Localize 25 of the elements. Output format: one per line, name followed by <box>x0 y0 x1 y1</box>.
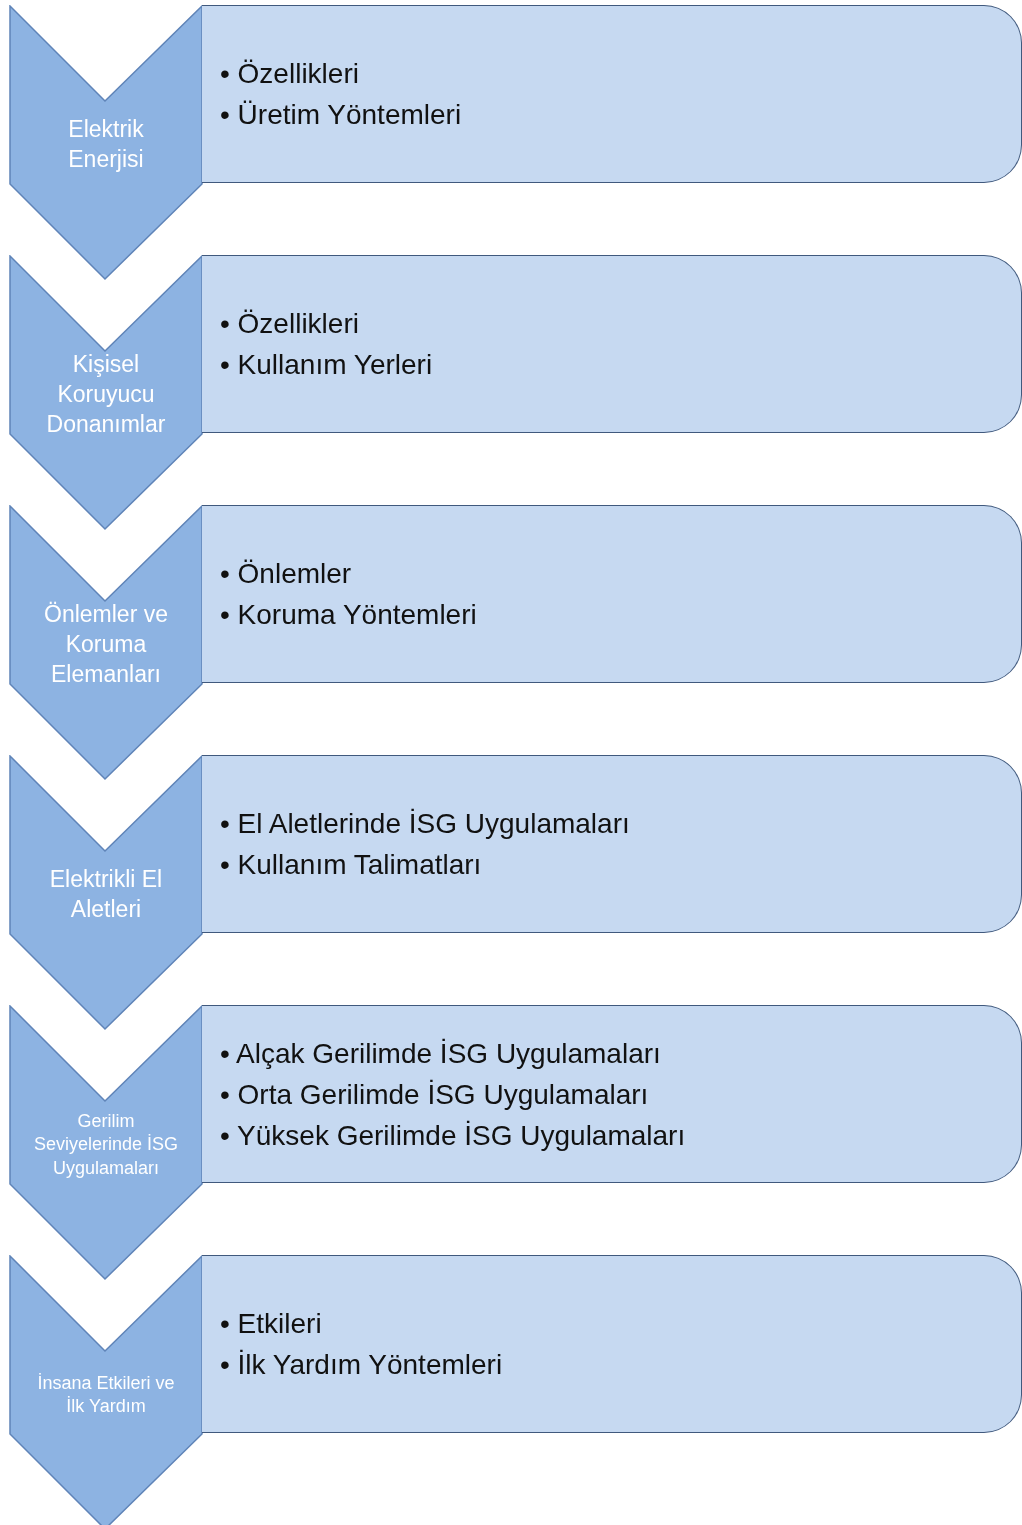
bullet-item: • Kullanım Yerleri <box>220 348 433 382</box>
content-panel <box>202 5 1022 183</box>
bullet-item: • Özellikleri <box>220 57 359 91</box>
bullet-item: • İlk Yardım Yöntemleri <box>220 1348 503 1382</box>
content-panel <box>202 1255 1022 1433</box>
bullet-item: • Alçak Gerilimde İSG Uygulamaları <box>220 1036 661 1071</box>
chevron-label: Kişisel Koruyucu Donanımlar <box>45 350 167 439</box>
chevron-label: Elektrik Enerjisi <box>67 115 145 174</box>
content-panel <box>202 505 1022 683</box>
content-panel <box>202 1005 1022 1183</box>
bullet-item: • Özellikleri <box>220 307 359 341</box>
bullet-item: • Koruma Yöntemleri <box>220 598 477 632</box>
content-panel <box>202 255 1022 433</box>
bullet-item: • El Aletlerinde İSG Uygulamaları <box>220 807 630 841</box>
bullet-item: • Etkileri <box>220 1307 322 1341</box>
bullet-item: • Yüksek Gerilimde İSG Uygulamaları <box>220 1118 686 1153</box>
chevron-label: Önlemler ve Koruma Elemanları <box>43 600 169 689</box>
content-panel <box>202 755 1022 933</box>
bullet-item: • Üretim Yöntemleri <box>220 98 462 132</box>
bullet-item: • Kullanım Talimatları <box>220 848 482 882</box>
bullet-item: • Önlemler <box>220 557 352 591</box>
bullet-item: • Orta Gerilimde İSG Uygulamaları <box>220 1077 649 1112</box>
chevron-label: Elektrikli El Aletleri <box>48 865 164 924</box>
chevron-label: Gerilim Seviyelerinde İSG Uygulamaları <box>32 1109 180 1180</box>
chevron-label: İnsana Etkileri ve İlk Yardım <box>36 1371 176 1418</box>
